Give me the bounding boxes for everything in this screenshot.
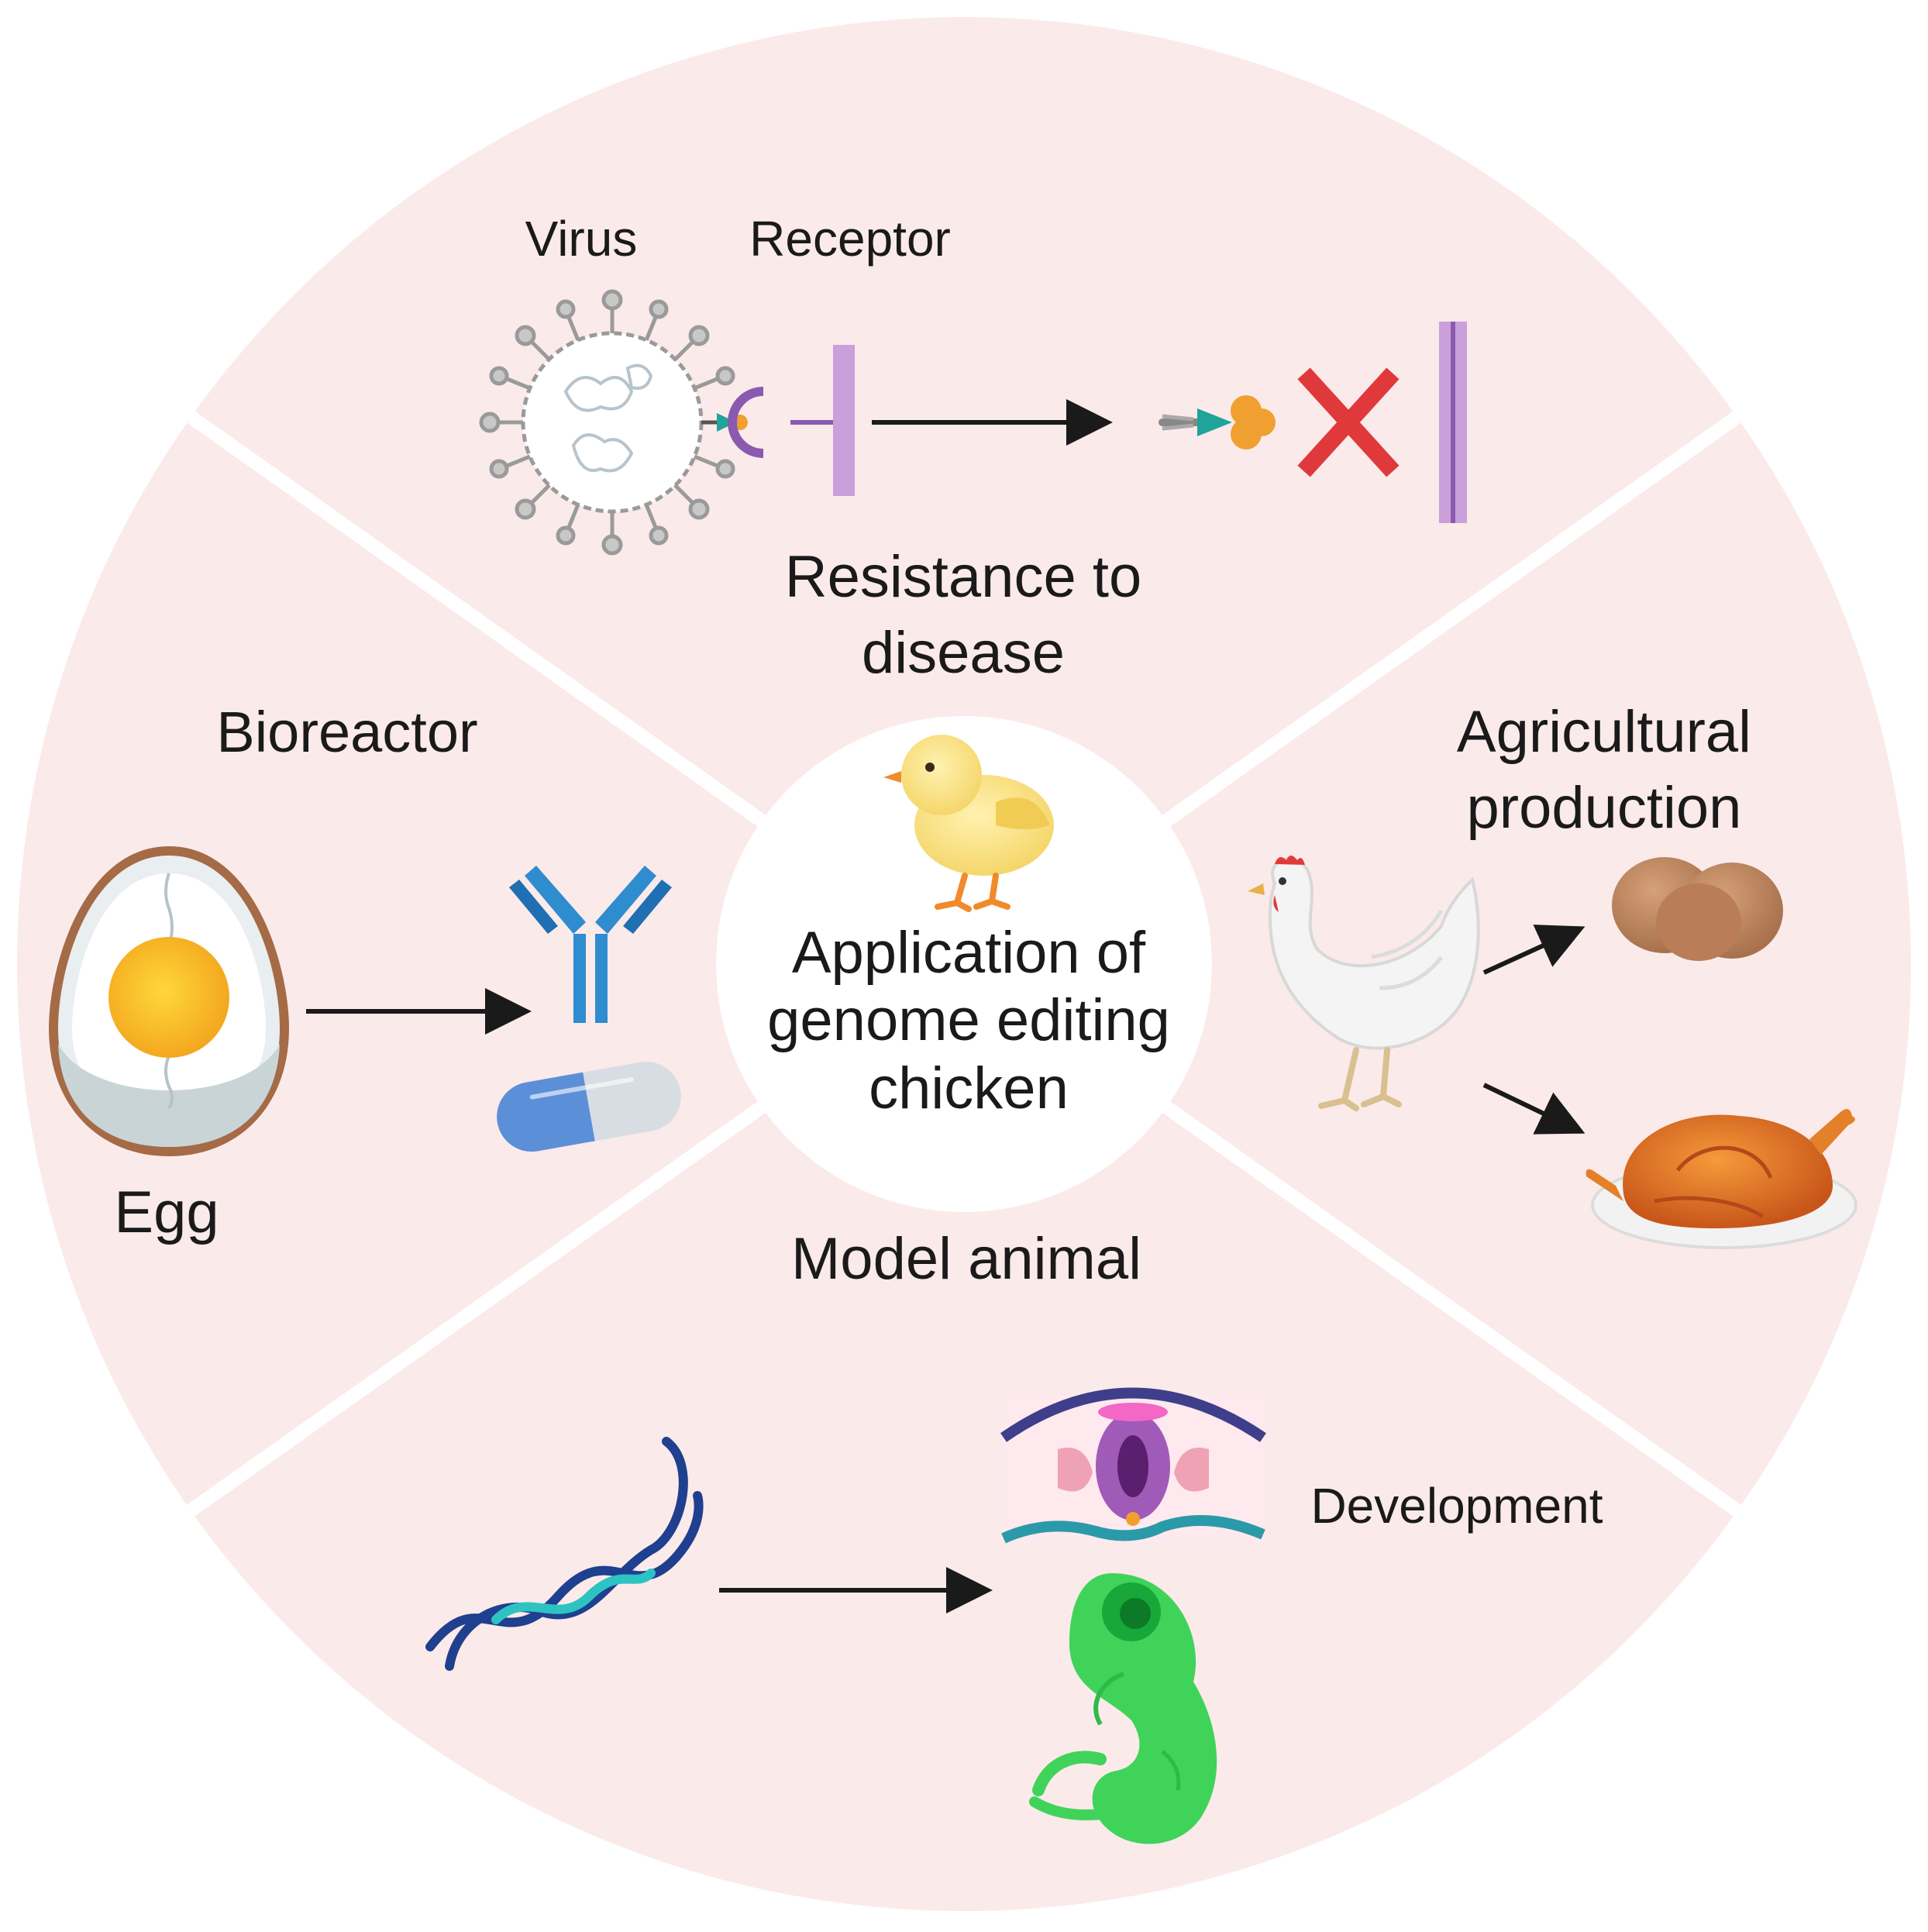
blocked-receptor-icon <box>1159 395 1276 449</box>
roast-chicken-icon <box>1585 1109 1857 1249</box>
embryo-section-icon <box>1000 1387 1266 1544</box>
membrane-icon <box>1439 322 1467 523</box>
bioreactor-title: Bioreactor <box>216 700 477 764</box>
hen-icon <box>1248 856 1480 1111</box>
arrow-to-roast <box>1482 1083 1585 1135</box>
center-title-line-3: chicken <box>869 1056 1069 1121</box>
center-title-line-1: Application of <box>792 920 1146 986</box>
development-label: Development <box>1310 1478 1603 1534</box>
center-circle <box>716 716 1212 1212</box>
capsule-icon <box>497 1062 681 1152</box>
egg-icon <box>49 846 289 1156</box>
eggs-icon <box>1612 857 1783 961</box>
chick-icon <box>883 735 1054 912</box>
embryo-icon <box>1029 1573 1217 1844</box>
dna-icon <box>425 1437 704 1671</box>
virus-icon <box>479 289 748 556</box>
egg-label: Egg <box>114 1180 219 1245</box>
virus-label: Virus <box>525 211 638 267</box>
arrow-to-eggs <box>1482 925 1585 975</box>
agriculture-title-line-2: production <box>1467 775 1742 841</box>
center-title-line-2: genome editing <box>767 987 1170 1053</box>
receptor-icon <box>728 345 855 496</box>
receptor-label: Receptor <box>749 211 951 267</box>
disease-title-line-1: Resistance to <box>785 544 1141 610</box>
cross-icon <box>1297 367 1400 477</box>
disease-title-line-2: disease <box>862 620 1065 686</box>
agriculture-title-line-1: Agricultural <box>1457 699 1751 765</box>
model-title: Model animal <box>791 1226 1141 1292</box>
antibody-icon <box>509 866 672 1023</box>
